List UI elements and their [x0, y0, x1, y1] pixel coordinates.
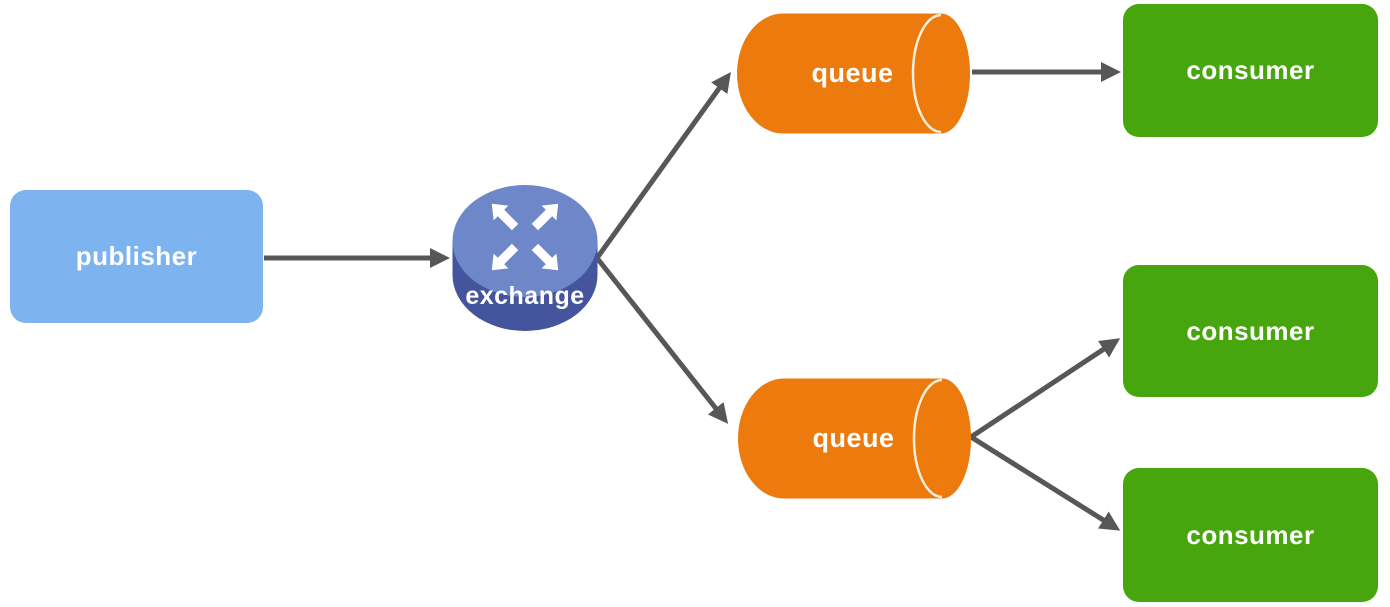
consumer-top-label: consumer — [1186, 55, 1315, 85]
consumer-middle-label: consumer — [1186, 315, 1315, 346]
consumer-middle-node: consumer — [1123, 265, 1378, 397]
exchange-cylinder — [452, 185, 598, 331]
exchange-node: exchange — [452, 184, 598, 332]
publisher-label: publisher — [75, 241, 198, 271]
exchange-cylinder-top — [452, 185, 598, 297]
exchange-label: exchange — [465, 282, 585, 310]
crossed-arrows-icon — [491, 203, 559, 271]
publisher-node: publisher — [10, 190, 263, 323]
queue-cylinder — [737, 13, 970, 134]
edge-exchange-queue-bottom — [595, 256, 729, 424]
consumer-top-node: consumer — [1123, 4, 1378, 137]
queue-cap-edge — [912, 378, 943, 499]
queue-cylinder-body — [737, 13, 970, 134]
queue-cap-edge — [911, 13, 942, 134]
edge-exchange-queue-top — [594, 71, 731, 260]
consumer-bottom-node: consumer — [1123, 468, 1378, 602]
edge-queue-bottom-consumer-bottom — [969, 434, 1121, 531]
consumer-bottom-label: consumer — [1186, 519, 1315, 550]
queue-top-label: queue — [811, 58, 894, 88]
edge-queue-bottom-consumer-middle — [969, 338, 1121, 440]
queue-top-node: queue — [735, 12, 970, 135]
queue-bottom-label: queue — [812, 423, 895, 453]
queue-cylinder — [738, 378, 971, 499]
queue-bottom-node: queue — [736, 377, 971, 500]
queue-cylinder-body — [738, 378, 971, 499]
